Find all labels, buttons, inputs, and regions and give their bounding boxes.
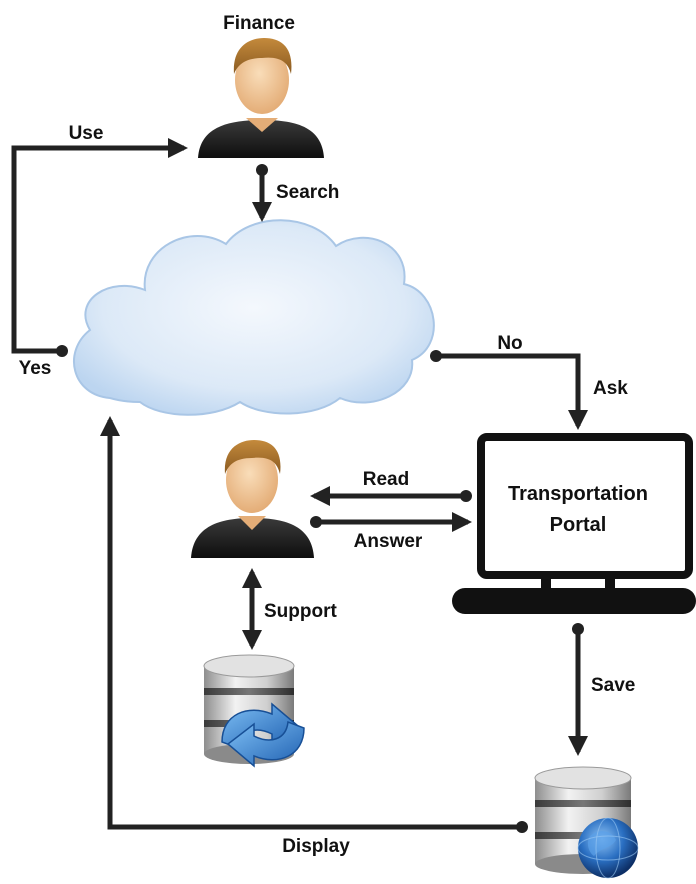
finance-user-icon	[198, 38, 324, 158]
edge-read	[310, 486, 472, 506]
edge-label-yes: Yes	[19, 358, 52, 379]
edge-label-save: Save	[591, 675, 635, 696]
portal-label-line1: Transportation	[508, 483, 648, 505]
edge-search	[252, 164, 272, 222]
edge-label-support: Support	[264, 601, 337, 622]
edge-use	[11, 138, 188, 357]
edge-label-search: Search	[276, 182, 339, 203]
cloud-icon	[73, 219, 435, 416]
edge-label-read: Read	[363, 469, 409, 490]
edge-label-ask: Ask	[593, 378, 628, 399]
edge-label-display: Display	[282, 836, 350, 857]
edge-label-use: Use	[69, 123, 104, 144]
edge-label-answer: Answer	[354, 531, 423, 552]
portal-label-line2: Portal	[550, 514, 607, 536]
edge-label-no: No	[497, 333, 522, 354]
edge-save	[568, 623, 588, 756]
finance-label: Finance	[223, 13, 295, 34]
edge-display	[100, 416, 528, 833]
database-globe-icon	[534, 766, 639, 879]
edge-answer	[310, 512, 472, 532]
database-sync-icon	[203, 654, 305, 768]
edge-no-ask	[430, 350, 588, 430]
support-user-icon	[191, 440, 314, 558]
monitor-icon	[452, 433, 696, 614]
